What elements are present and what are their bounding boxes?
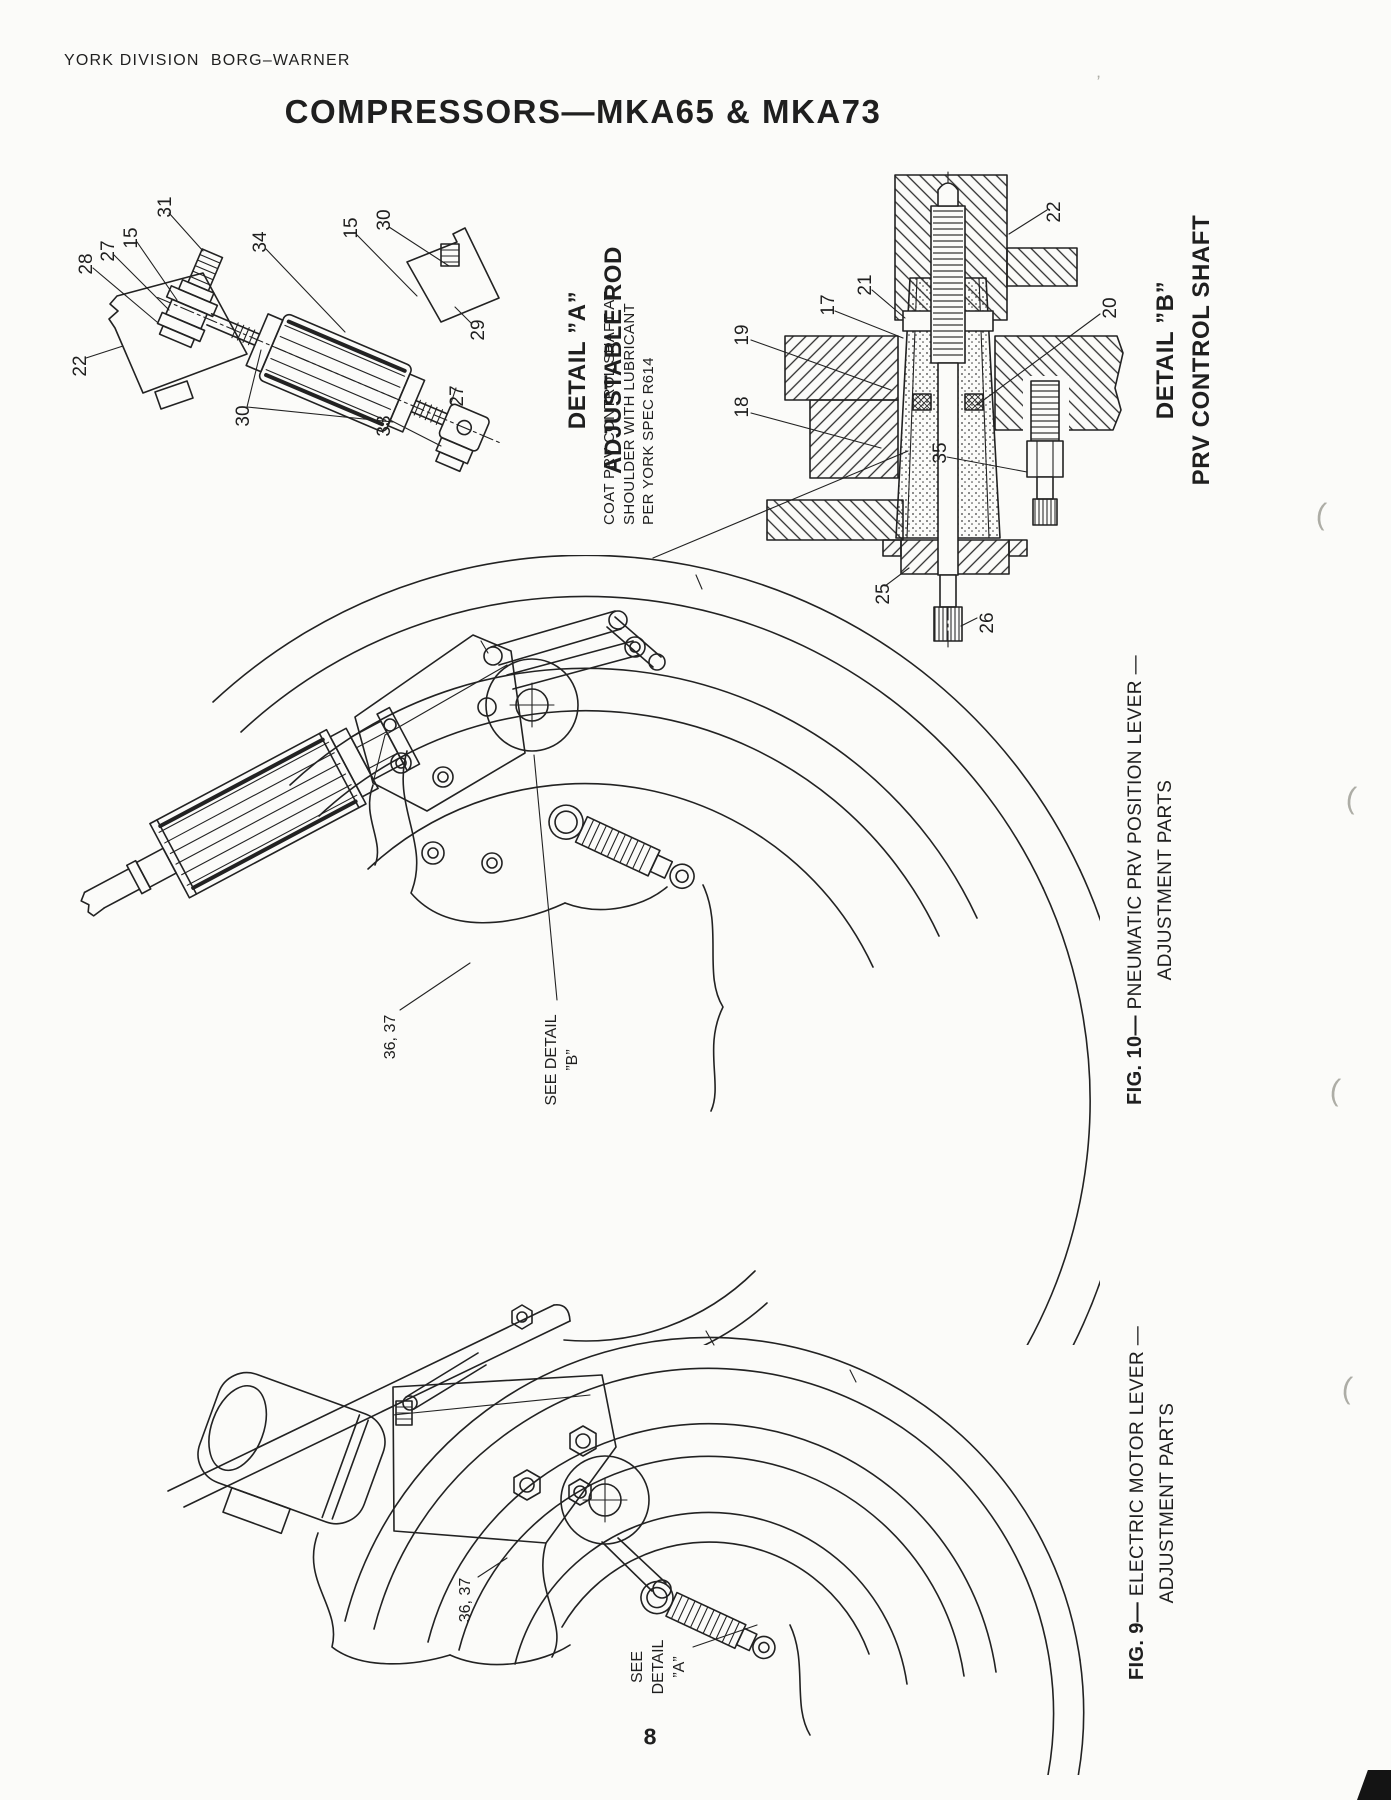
- detail-a-leaders: [85, 212, 473, 447]
- see-detail-label: DETAIL: [650, 1639, 667, 1694]
- parts-label: 36, 37: [457, 1578, 474, 1623]
- fig10-labels: 36, 37 SEE DETAIL ”B”: [382, 1014, 581, 1105]
- part-callout: 20: [1100, 297, 1121, 318]
- part-callout: 19: [732, 324, 753, 345]
- detail-b-caption-line2: PRV CONTROL SHAFT: [1188, 214, 1215, 486]
- fig10-lever-plate: [354, 610, 666, 874]
- part-callout: 30: [233, 405, 254, 426]
- part-callout: 25: [873, 583, 894, 604]
- fig10-turnbuckle: [548, 804, 695, 890]
- page-header: YORK DIVISION BORG–WARNER: [64, 52, 351, 69]
- detail-a-linework: [85, 212, 501, 473]
- scan-artifact: (: [1314, 497, 1328, 532]
- part-callout: 34: [250, 231, 271, 253]
- part-callout: 28: [76, 253, 97, 274]
- fig10-cylinder: [80, 706, 421, 917]
- part-callout: 33: [374, 415, 395, 436]
- part-callout: 35: [930, 442, 951, 463]
- fig10-broken-edges: [368, 750, 724, 1112]
- detail-b-leaders: [652, 209, 1101, 627]
- scan-corner-mark: [1357, 1770, 1391, 1800]
- fig9-caption: FIG. 9— ELECTRIC MOTOR LEVER — ADJUSTMEN…: [1122, 1326, 1182, 1680]
- fig10-caption-line1: FIG. 10— PNEUMATIC PRV POSITION LEVER —: [1120, 655, 1151, 1105]
- fig9-motor: [197, 1371, 386, 1535]
- part-callout: 26: [977, 612, 998, 633]
- scan-artifact: (: [1340, 1371, 1354, 1406]
- part-callout: 29: [468, 319, 489, 340]
- fig10-caption-text: PNEUMATIC PRV POSITION LEVER —: [1124, 655, 1146, 1010]
- fig9-drawing: 36, 37 SEE DETAIL ”A”: [167, 1304, 1085, 1775]
- part-callout: 30: [374, 209, 395, 230]
- scan-artifact: (: [1328, 1073, 1342, 1108]
- see-detail-label: ”B”: [564, 1049, 581, 1070]
- fig10-drawing: 36, 37 SEE DETAIL ”B”: [80, 555, 1100, 1345]
- page-title: COMPRESSORS—MKA65 & MKA73: [284, 93, 882, 130]
- fig9-turnbuckle: [640, 1580, 776, 1660]
- note-line: COAT PRV CONTROL SHAFT AT: [600, 291, 618, 525]
- fig9-label: FIG. 9—: [1125, 1601, 1148, 1681]
- fig9-labels: 36, 37 SEE DETAIL ”A”: [457, 1578, 688, 1695]
- scan-artifact: ’: [1095, 71, 1102, 93]
- detail-a-drawing: 31 15 27 28 22 34 15 30 29 27 33 30: [70, 196, 501, 473]
- part-callout: 18: [732, 396, 753, 417]
- fig10-caption-line2: ADJUSTMENT PARTS: [1154, 779, 1176, 981]
- fig9-caption-line1: FIG. 9— ELECTRIC MOTOR LEVER —: [1122, 1326, 1153, 1680]
- fig10-housing-arcs: [212, 555, 1100, 1345]
- detail-a-callouts: 31 15 27 28 22 34 15 30 29 27 33 30: [70, 196, 489, 436]
- page-number: 8: [643, 1723, 657, 1750]
- detail-b-callouts: 22 21 17 19 18 20 25 26 35: [732, 201, 1121, 633]
- part-callout: 17: [818, 294, 839, 315]
- part-callout: 21: [855, 274, 876, 295]
- detail-b-caption: DETAIL ”B” PRV CONTROL SHAFT: [1148, 215, 1220, 486]
- part-callout: 15: [341, 217, 362, 238]
- part-callout: 27: [447, 385, 468, 406]
- detail-b-linework: [652, 171, 1124, 648]
- parts-label: 36, 37: [382, 1015, 399, 1060]
- note-line: SHOULDER WITH LUBRICANT: [620, 303, 638, 525]
- detail-b-caption-line1: DETAIL ”B”: [1152, 280, 1179, 420]
- see-detail-label: SEE: [629, 1651, 646, 1683]
- detail-b-drawing: 22 21 17 19 18 20 25 26 35: [652, 171, 1124, 648]
- see-detail-label: SEE DETAIL: [543, 1014, 560, 1105]
- scan-artifact: (: [1344, 781, 1358, 816]
- fig9-lever-arm: [167, 1304, 571, 1508]
- fig9-caption-text: ELECTRIC MOTOR LEVER —: [1126, 1325, 1148, 1597]
- fig10-leaders: [399, 754, 558, 1011]
- detail-a-caption-line1: DETAIL ”A”: [564, 290, 591, 430]
- part-callout: 15: [121, 227, 142, 248]
- part-callout: 31: [155, 196, 176, 217]
- fig9-broken-edges: [312, 1532, 811, 1736]
- fig9-housing-arcs: [344, 1330, 1085, 1775]
- part-callout: 22: [1044, 201, 1065, 222]
- fig9-plate: [392, 1374, 672, 1599]
- fig10-label: FIG. 10—: [1123, 1015, 1146, 1105]
- fig9-caption-line2: ADJUSTMENT PARTS: [1156, 1402, 1178, 1604]
- part-callout: 27: [98, 240, 119, 261]
- part-callout: 22: [70, 355, 91, 376]
- fig9-leaders: [477, 1557, 758, 1648]
- fig10-caption: FIG. 10— PNEUMATIC PRV POSITION LEVER — …: [1120, 655, 1180, 1105]
- see-detail-label: ”A”: [671, 1656, 688, 1677]
